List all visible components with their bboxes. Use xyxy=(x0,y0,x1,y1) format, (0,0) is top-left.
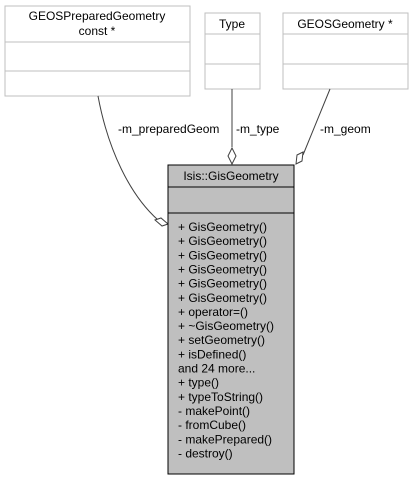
class-member[interactable]: + setGeometry() xyxy=(178,333,265,347)
class-member[interactable]: - fromCube() xyxy=(178,418,246,432)
class-member[interactable]: - destroy() xyxy=(178,446,233,460)
class-member[interactable]: + GisGeometry() xyxy=(178,291,267,305)
aggregation-diamond-geom-icon xyxy=(295,151,304,165)
class-member[interactable]: + ~GisGeometry() xyxy=(178,319,274,333)
association-label-geom: -m_geom xyxy=(320,122,371,136)
association-type: -m_type xyxy=(227,89,280,166)
class-member[interactable]: + type() xyxy=(178,376,219,390)
association-label-prepared-geom: -m_preparedGeom xyxy=(118,122,219,136)
class-member[interactable]: + GisGeometry() xyxy=(178,262,267,276)
class-member[interactable]: + GisGeometry() xyxy=(178,220,267,234)
aggregation-diamond-type-icon xyxy=(227,146,237,166)
class-member[interactable]: - makePoint() xyxy=(178,404,250,418)
class-prepared-name-line2: const * xyxy=(79,24,116,38)
class-isis-gis-geometry[interactable]: Isis::GisGeometry + GisGeometry()+ GisGe… xyxy=(167,164,295,475)
class-geos-prepared-geometry[interactable]: GEOSPreparedGeometry const * xyxy=(4,5,191,97)
class-type-name: Type xyxy=(219,17,245,31)
class-geos-geometry-name: GEOSGeometry * xyxy=(297,17,393,31)
class-member[interactable]: - makePrepared() xyxy=(178,432,272,446)
class-member[interactable]: + GisGeometry() xyxy=(178,234,267,248)
association-geom: -m_geom xyxy=(295,88,371,165)
class-member[interactable]: + typeToString() xyxy=(178,390,263,404)
class-main-members: + GisGeometry()+ GisGeometry()+ GisGeome… xyxy=(178,220,274,460)
class-member[interactable]: + GisGeometry() xyxy=(178,248,267,262)
class-main-name: Isis::GisGeometry xyxy=(183,169,278,183)
class-member[interactable]: + operator=() xyxy=(178,305,248,319)
association-prepared-geom: -m_preparedGeom xyxy=(97,95,219,227)
class-member[interactable]: + GisGeometry() xyxy=(178,277,267,291)
association-label-type: -m_type xyxy=(236,122,280,136)
class-member[interactable]: + isDefined() xyxy=(178,347,246,361)
class-member[interactable]: and 24 more... xyxy=(178,362,255,376)
class-prepared-name-line1: GEOSPreparedGeometry xyxy=(29,9,166,23)
aggregation-diamond-prepared-icon xyxy=(154,217,169,227)
class-type[interactable]: Type xyxy=(204,12,261,90)
class-geos-geometry[interactable]: GEOSGeometry * xyxy=(282,12,409,90)
